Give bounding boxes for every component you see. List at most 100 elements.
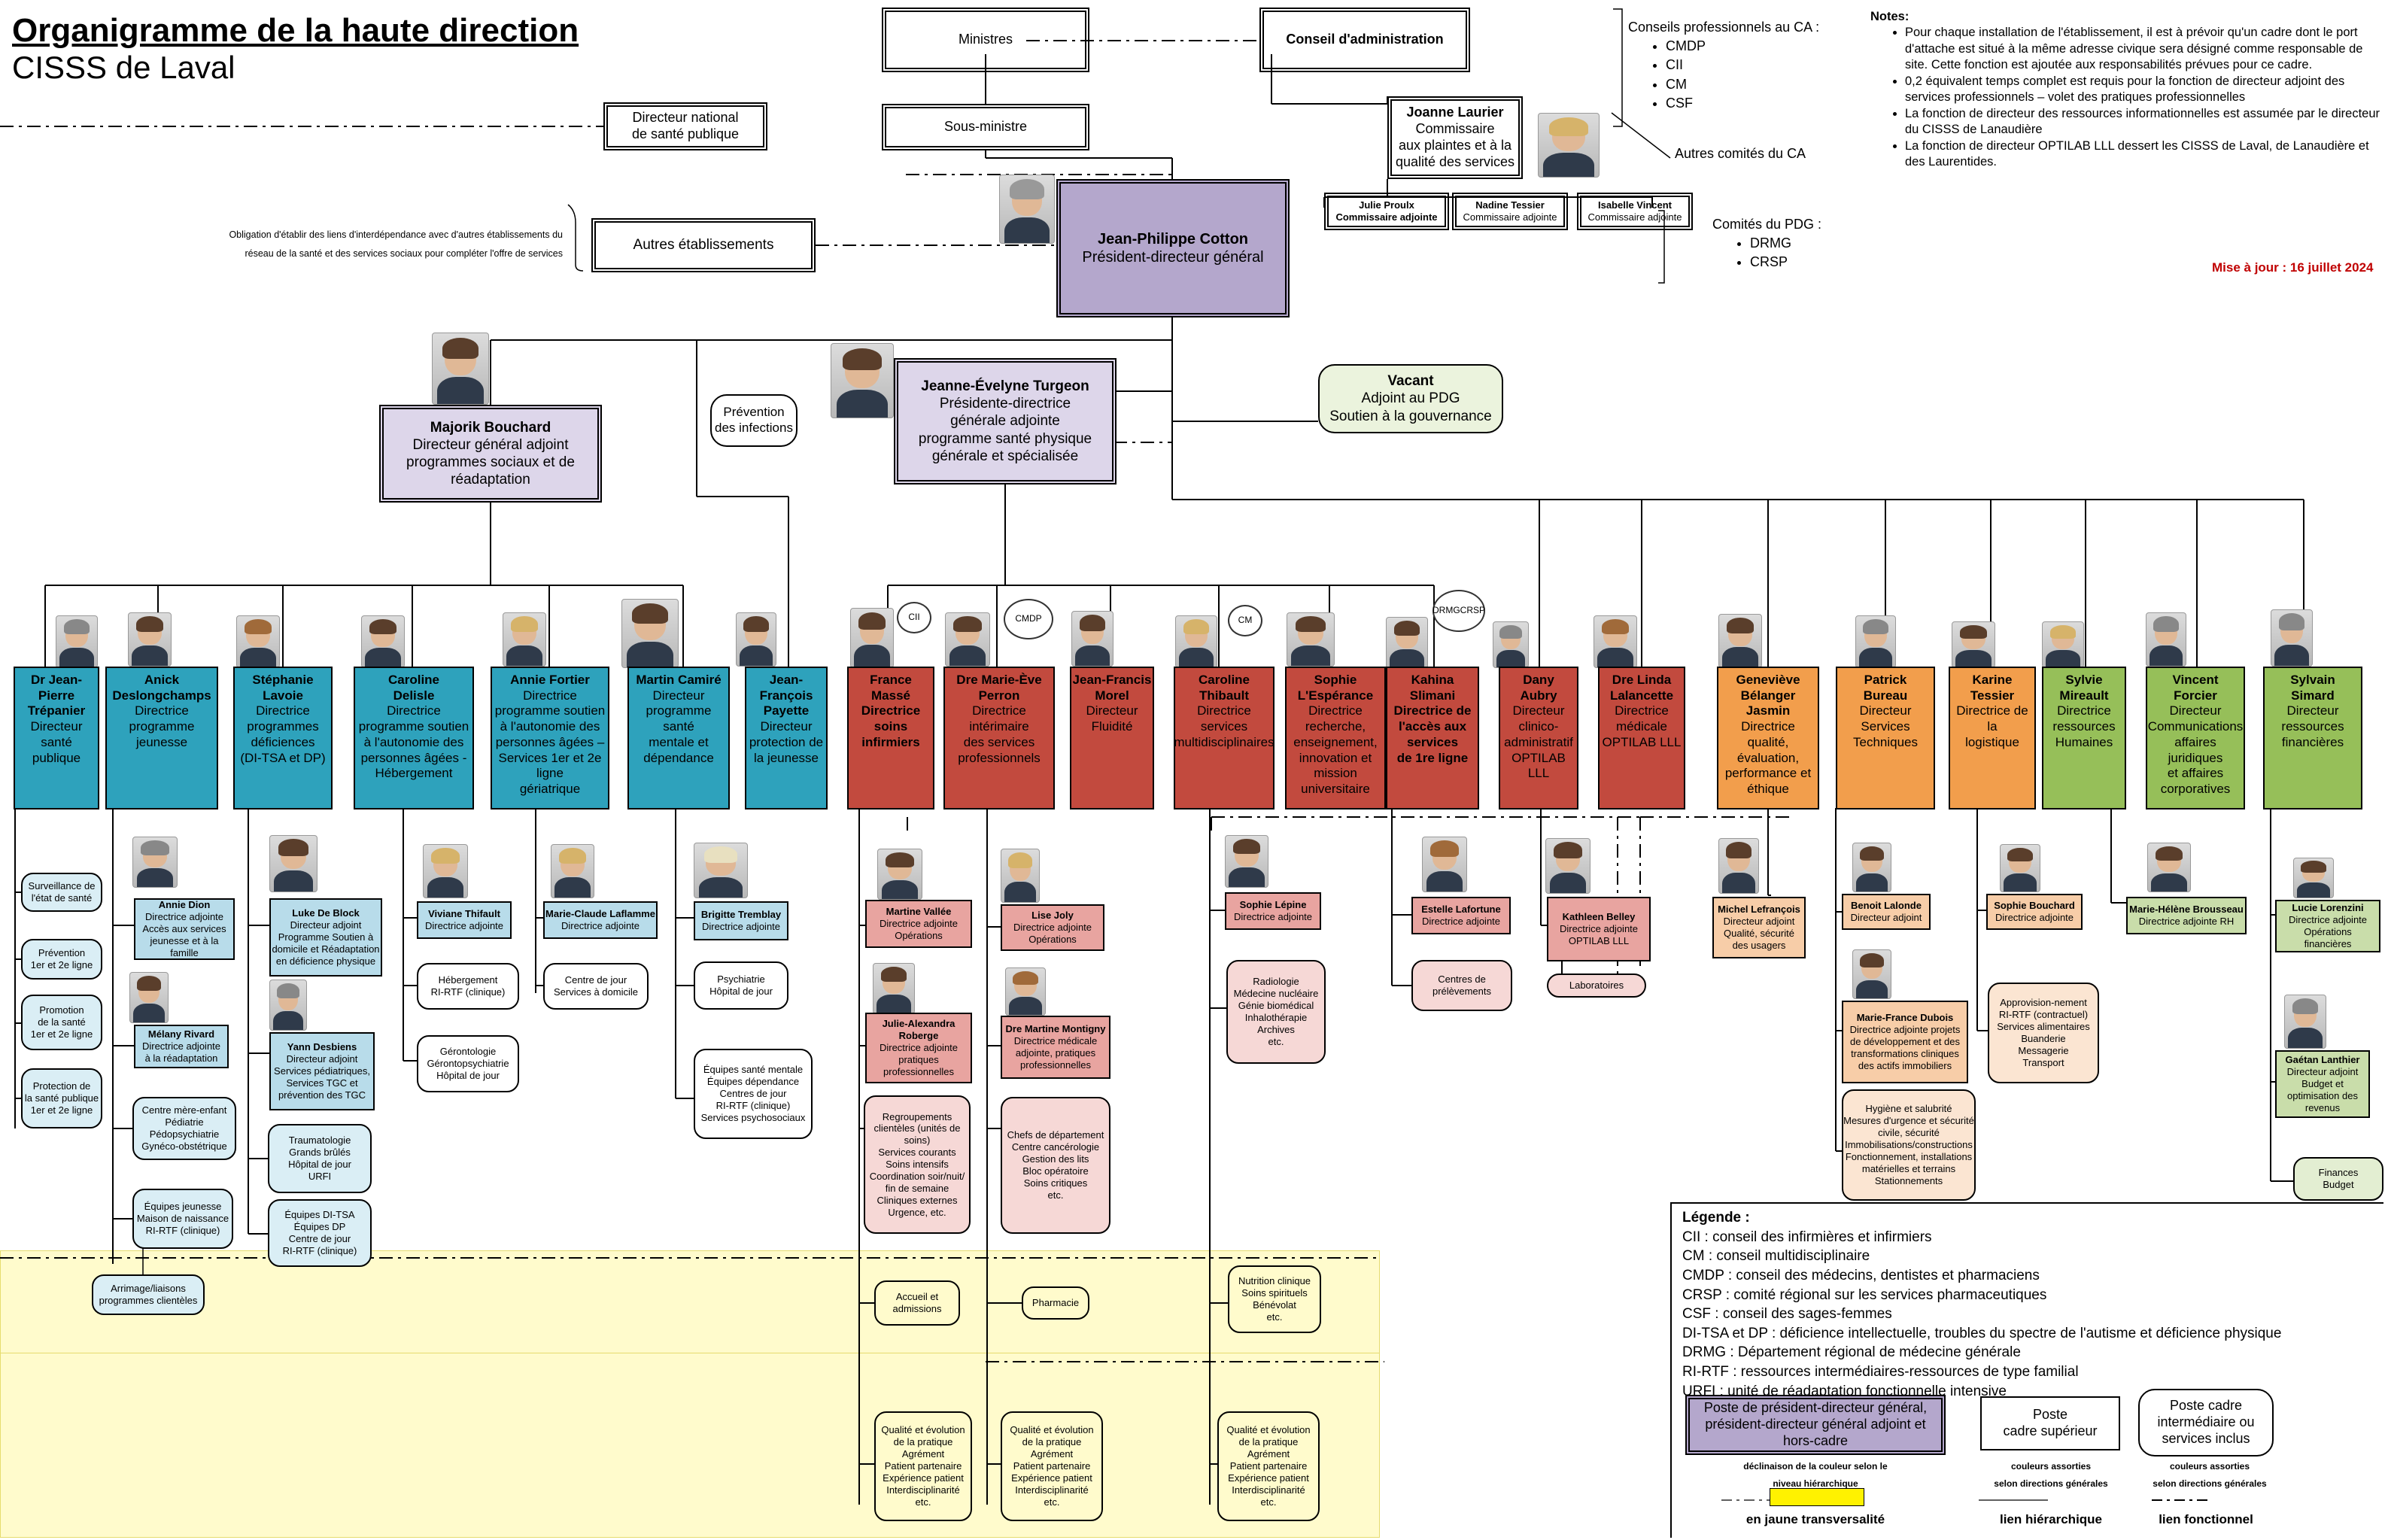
photo-marie-france-dubois bbox=[1852, 949, 1891, 999]
photo-fortier bbox=[503, 612, 546, 667]
photo-gaetan-lanthier bbox=[2284, 995, 2326, 1049]
photo-morel bbox=[1071, 611, 1113, 667]
photo-lise-joly bbox=[1001, 849, 1040, 903]
photo-tessier bbox=[1952, 621, 1995, 668]
photo-camire bbox=[621, 599, 679, 668]
update-date: Mise à jour : 16 juillet 2024 bbox=[2212, 260, 2374, 275]
photo-forcier bbox=[2146, 612, 2186, 667]
photo-kathleen-belley bbox=[1545, 838, 1590, 894]
autres-comites-label: Autres comités du CA bbox=[1675, 146, 1806, 161]
photo-estelle-lafortune bbox=[1422, 837, 1467, 892]
photo-martine-vallee bbox=[877, 849, 922, 900]
photo-mireault bbox=[2042, 621, 2084, 668]
photo-marie-claude-laflamme bbox=[551, 844, 594, 898]
photo-lesperance bbox=[1287, 612, 1335, 667]
photo-julie-alexandra-roberge bbox=[873, 963, 915, 1014]
notes-block: Notes: Pour chaque installation de l'éta… bbox=[1870, 9, 2383, 170]
photo-yann-desbiens bbox=[269, 980, 307, 1031]
sous-ministre-box: Sous-ministre bbox=[882, 104, 1089, 150]
photo-marie-helene-brousseau bbox=[2147, 843, 2191, 892]
bubble-cii: CII bbox=[897, 602, 931, 633]
photo-benoit-lalonde bbox=[1852, 843, 1891, 892]
photo-payette bbox=[736, 612, 776, 667]
legend-block: Légende : CII : conseil des infirmières … bbox=[1670, 1202, 2383, 1538]
pill-laboratoires: Laboratoires bbox=[1547, 974, 1646, 998]
photo-melany-rivard bbox=[129, 972, 169, 1023]
photo-lavoie bbox=[236, 615, 280, 668]
bubble-cmdp: CMDP bbox=[1004, 599, 1053, 639]
photo-delisle bbox=[361, 615, 405, 668]
photo-jeanne-evelyne-turgeon bbox=[831, 343, 894, 418]
photo-thibault bbox=[1175, 615, 1217, 668]
legend-box-pdg: Poste de président-directeur général, pr… bbox=[1685, 1395, 1946, 1455]
conseil-administration-box: Conseil d'administration bbox=[1259, 8, 1470, 72]
obligation-text: Obligation d'établir des liens d'interdé… bbox=[229, 229, 563, 259]
photo-belanger-jasmin bbox=[1718, 614, 1762, 668]
transversal-band-upper bbox=[0, 1250, 1380, 1354]
photo-aubry bbox=[1493, 621, 1529, 668]
photo-bureau bbox=[1855, 615, 1896, 668]
ministres-box: Ministres bbox=[882, 8, 1089, 72]
transversal-band-lower bbox=[0, 1353, 1380, 1538]
page-subtitle: CISSS de Laval bbox=[12, 50, 235, 85]
legend-yellow-label: en jaune transversalité bbox=[1745, 1512, 1885, 1526]
